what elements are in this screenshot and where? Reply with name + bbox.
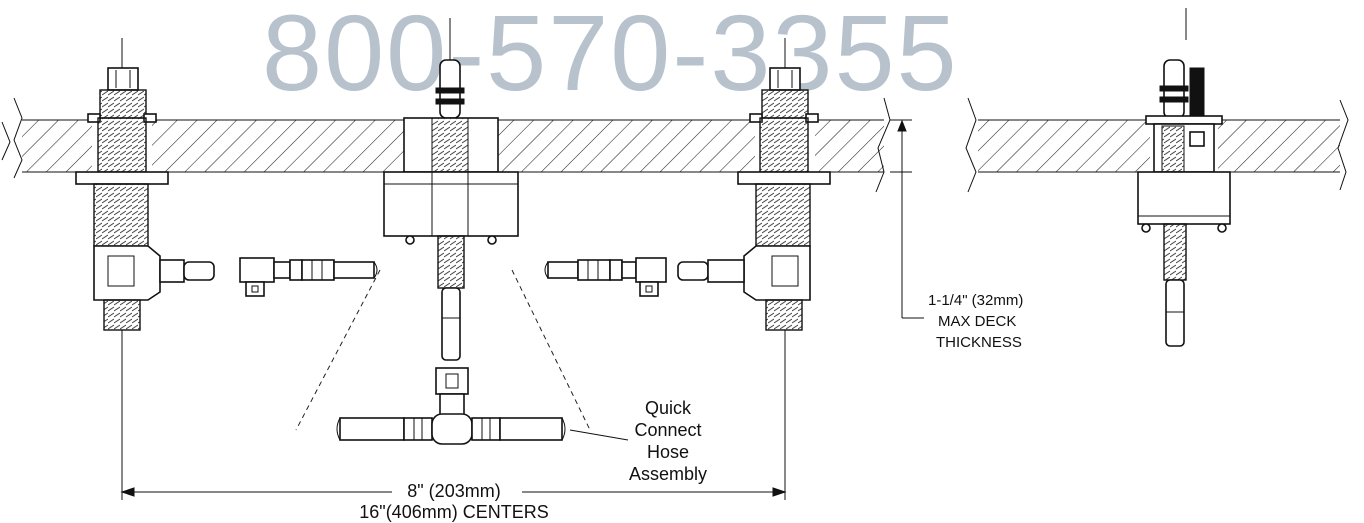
- hose-label-line1: Quick: [645, 398, 692, 418]
- centers-dimension: [120, 487, 787, 497]
- side-view-spout: [1137, 8, 1231, 347]
- hose-label-line4: Assembly: [629, 464, 707, 484]
- deck-thickness-label-line2: MAX DECK: [938, 313, 1016, 330]
- right-hose-connector: [544, 257, 709, 297]
- phone-watermark: 800-570-3355: [262, 0, 959, 113]
- centers-label-line1: 8" (203mm): [407, 481, 500, 501]
- hose-assembly: [336, 367, 566, 445]
- deck-thickness-dimension: [890, 119, 924, 319]
- center-spout: [383, 18, 519, 361]
- hose-label-line3: Hose: [647, 442, 689, 462]
- deck-thickness-label-line3: THICKNESS: [936, 334, 1022, 351]
- hose-label-line2: Connect: [634, 420, 701, 440]
- left-valve: [75, 38, 215, 500]
- left-hose-connector: [239, 257, 378, 297]
- deck-thickness-label-line1: 1-1/4" (32mm): [928, 292, 1023, 309]
- centers-label-line2: 16"(406mm) CENTERS: [359, 502, 548, 522]
- right-valve: [707, 38, 831, 500]
